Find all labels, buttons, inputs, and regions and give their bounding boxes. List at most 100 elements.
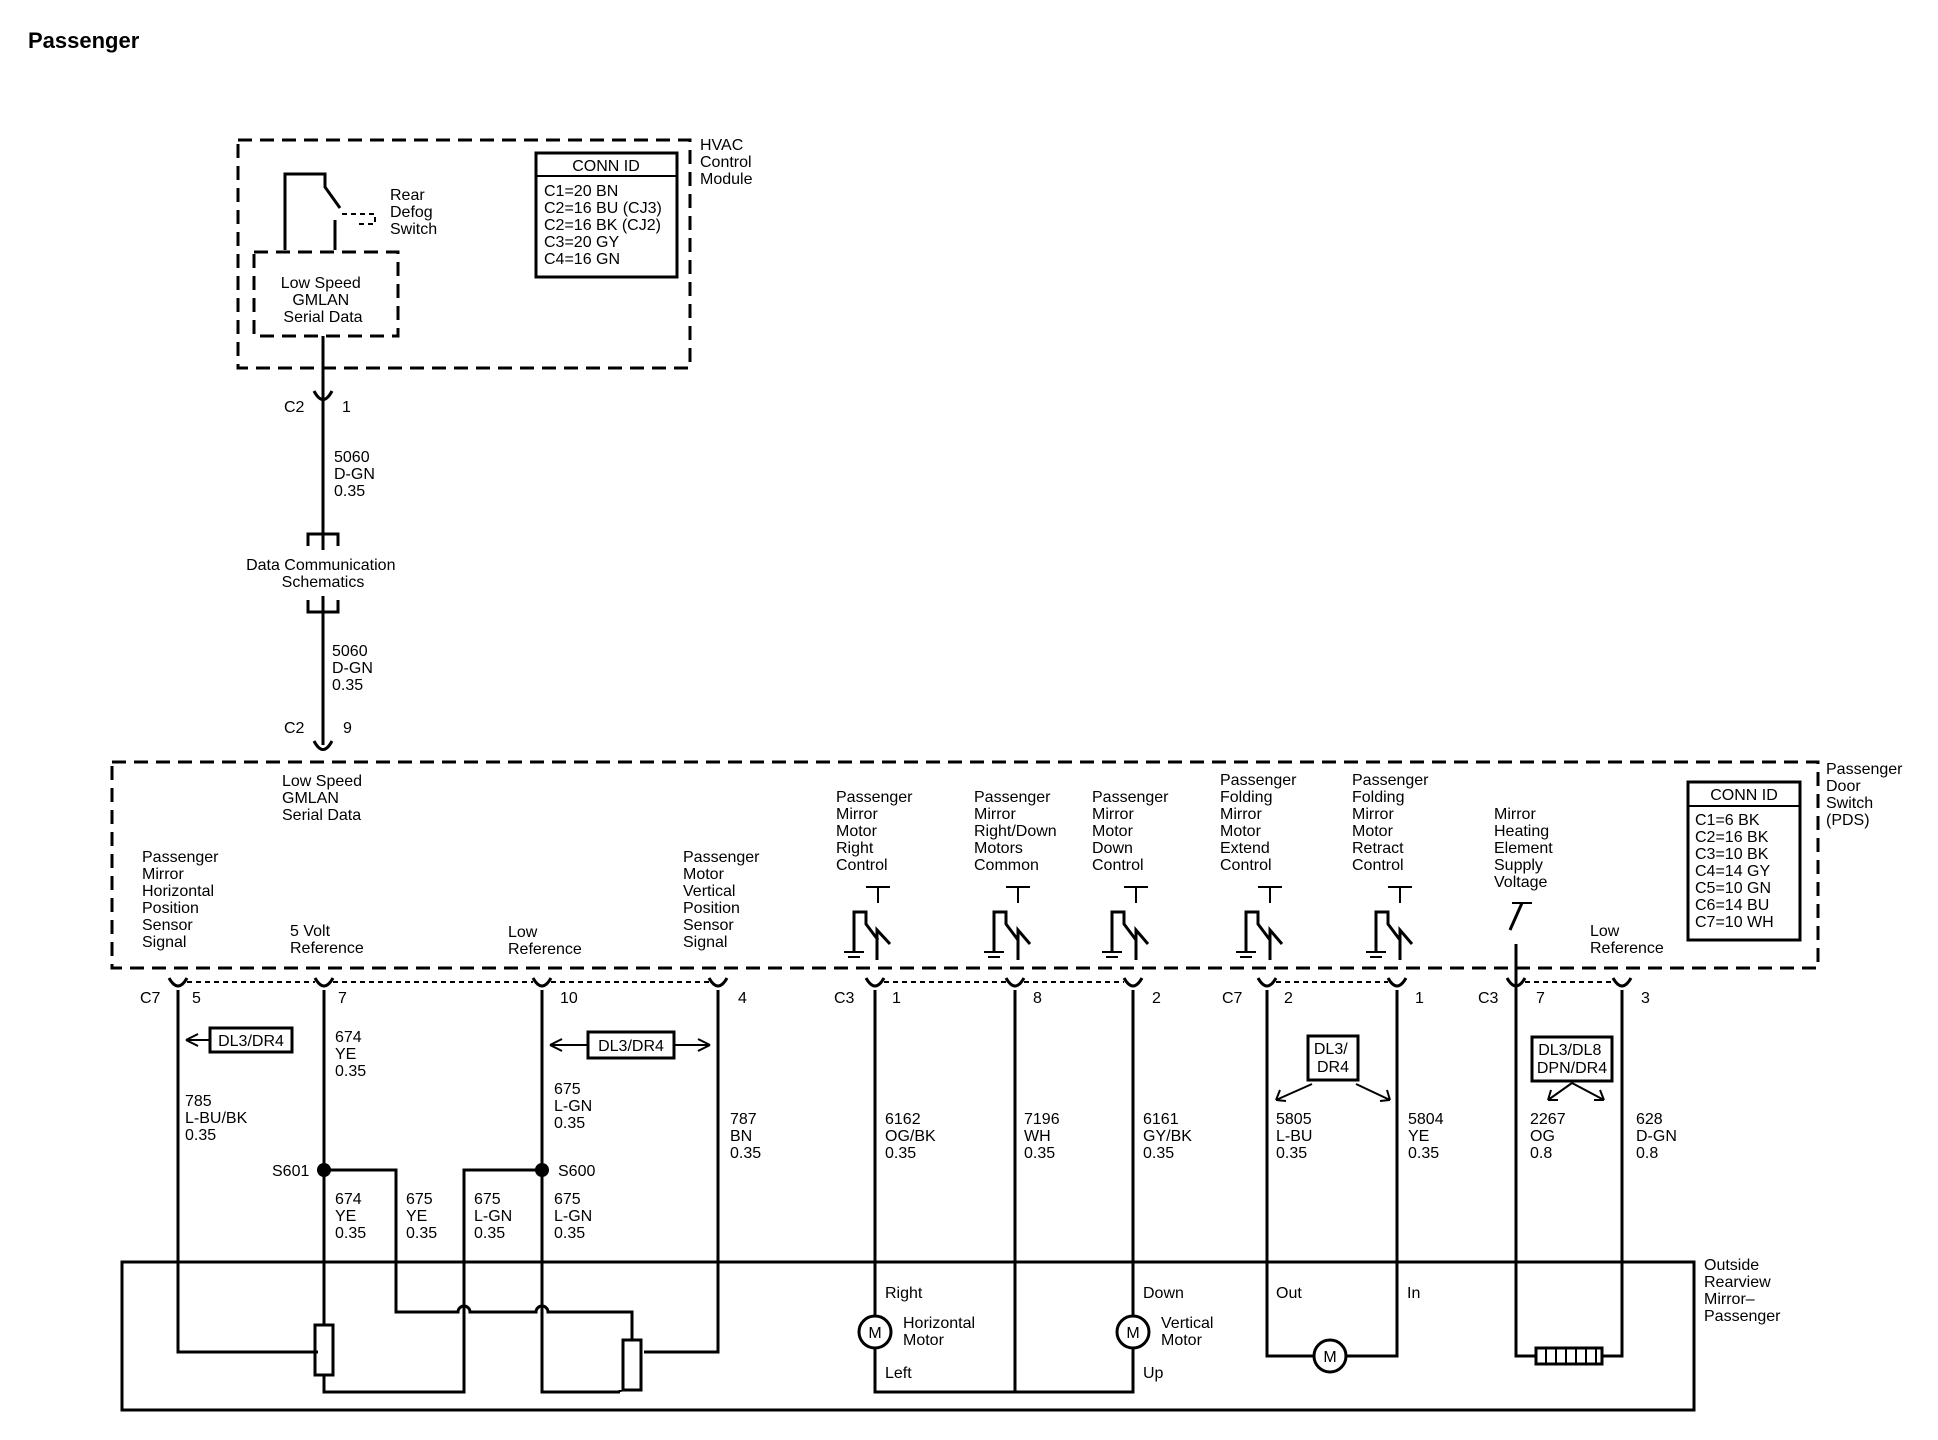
pds-gmlan-label: Low Speed GMLAN Serial Data [282, 773, 367, 824]
svg-text:M: M [1126, 1325, 1139, 1342]
connector-symbol [1004, 977, 1026, 988]
v-sensor-circuit-label: Passenger Motor Vertical Position Sensor… [683, 849, 764, 951]
connector-symbol [312, 390, 334, 401]
folding-motor: M [1312, 1338, 1348, 1374]
connector-symbol [1386, 977, 1408, 988]
rear-defog-switch: Rear Defog Switch [283, 172, 437, 250]
pds-label: Passenger Door Switch (PDS) [1826, 761, 1907, 829]
option-tag-1: DL3/DR4 [185, 1026, 294, 1054]
svg-text:M: M [1323, 1349, 1336, 1366]
low-reference-label: Low Reference [508, 924, 582, 958]
hvac-module-outline [236, 138, 692, 370]
connector-symbol [1611, 977, 1633, 988]
svg-text:C3: C3 [834, 990, 855, 1007]
connector-symbol [1122, 977, 1144, 988]
in-label: In [1407, 1285, 1420, 1302]
horizontal-motor-label: Horizontal Motor [903, 1315, 979, 1349]
connector-symbol [312, 740, 334, 751]
mirror-outline [120, 1260, 1696, 1412]
data-communication-reference: Data Communication Schematics [246, 532, 400, 614]
svg-text:C3: C3 [1478, 990, 1499, 1007]
svg-text:C1=6 BK C2=16 BK: C1=6 BK C2=16 BK C3=10 BK C4=14 GY C5=10… [1695, 812, 1776, 931]
vertical-motor-label: Vertical Motor [1161, 1315, 1218, 1349]
switch-fold-extend [1236, 886, 1284, 960]
hvac-conn-id-lines: C1=20 BN C2=16 BU (CJ3) C2=16 BK (CJ2) C… [544, 183, 666, 268]
splice-s600 [535, 1163, 549, 1177]
svg-text:1: 1 [892, 990, 901, 1007]
h-position-sensor [313, 1323, 335, 1377]
svg-text:C7: C7 [1222, 990, 1243, 1007]
heating-element [1534, 1346, 1604, 1366]
switch-common [984, 886, 1032, 960]
connector-symbol [167, 977, 189, 988]
rear-defog-switch-label: Rear Defog Switch [390, 187, 437, 238]
horizontal-motor: M [857, 1314, 893, 1350]
connector-symbol [1256, 977, 1278, 988]
svg-text:3: 3 [1641, 990, 1650, 1007]
vertical-motor: M [1115, 1314, 1151, 1350]
svg-text:7: 7 [1536, 990, 1545, 1007]
svg-text:2: 2 [1152, 990, 1161, 1007]
svg-text:4: 4 [738, 990, 747, 1007]
svg-text:2: 2 [1284, 990, 1293, 1007]
svg-text:C7: C7 [140, 990, 161, 1007]
svg-text:DL3/ DR4: DL3/ DR4 [1314, 1041, 1352, 1076]
down-control-label: Passenger Mirror Motor Down Control [1092, 789, 1173, 874]
motors-common-label: Passenger Mirror Right/Down Motors Commo… [974, 789, 1061, 874]
connector-pin-label: 9 [343, 720, 352, 737]
connector-c2-label: C2 [284, 720, 305, 737]
pds-conn-id-table: CONN ID C1=6 BK C2=16 BK C3=10 BK C4=14 … [1686, 780, 1802, 942]
option-tag-3: DL3/ DR4 [1275, 1034, 1391, 1102]
page-title: Passenger [28, 28, 140, 53]
h-sensor-circuit-label: Passenger Mirror Horizontal Position Sen… [142, 849, 223, 951]
heater-switch [1508, 902, 1532, 975]
down-label: Down [1143, 1285, 1184, 1302]
v-position-sensor [621, 1338, 643, 1392]
out-label: Out [1276, 1285, 1302, 1302]
svg-text:5: 5 [192, 990, 201, 1007]
hvac-control-module: HVAC Control Module Rear Defog Switch Lo… [236, 137, 756, 370]
left-label: Left [885, 1365, 912, 1382]
svg-text:7: 7 [338, 990, 347, 1007]
hvac-conn-id-table: CONN ID C1=20 BN C2=16 BU (CJ3) C2=16 BK… [534, 151, 679, 279]
svg-text:CONN ID: CONN ID [1710, 787, 1778, 804]
heater-low-reference-label: Low Reference [1590, 923, 1664, 957]
svg-text:DL3/DR4: DL3/DR4 [218, 1033, 284, 1050]
splice-s601 [317, 1163, 331, 1177]
right-label: Right [885, 1285, 923, 1302]
svg-text:DL3/DL8 DPN/DR4: DL3/DL8 DPN/DR4 [1537, 1042, 1607, 1077]
svg-text:M: M [868, 1325, 881, 1342]
hvac-conn-id-title: CONN ID [572, 158, 640, 175]
fold-extend-label: Passenger Folding Mirror Motor Extend Co… [1220, 772, 1301, 874]
svg-text:1: 1 [1415, 990, 1424, 1007]
switch-fold-retract [1366, 886, 1414, 960]
switch-right-control [844, 886, 892, 960]
pds-outline [110, 760, 1820, 970]
splice-s600-label: S600 [558, 1163, 595, 1180]
svg-text:DL3/DR4: DL3/DR4 [598, 1038, 664, 1055]
hvac-module-label: HVAC Control Module [700, 137, 756, 188]
connector-pin-label: 1 [342, 399, 351, 416]
hvac-gmlan-label: Low Speed GMLAN Serial Data [281, 275, 366, 326]
fold-retract-label: Passenger Folding Mirror Motor Retract C… [1352, 772, 1433, 874]
svg-text:8: 8 [1033, 990, 1042, 1007]
option-tag-2: DL3/DR4 [549, 1030, 711, 1060]
heater-supply-label: Mirror Heating Element Supply Voltage [1494, 806, 1557, 891]
svg-text:10: 10 [560, 990, 578, 1007]
passenger-door-switch: Passenger Door Switch (PDS) Low Speed GM… [110, 760, 1907, 975]
svg-text:Data Communication Schem: Data Communication Schematics [246, 557, 400, 591]
